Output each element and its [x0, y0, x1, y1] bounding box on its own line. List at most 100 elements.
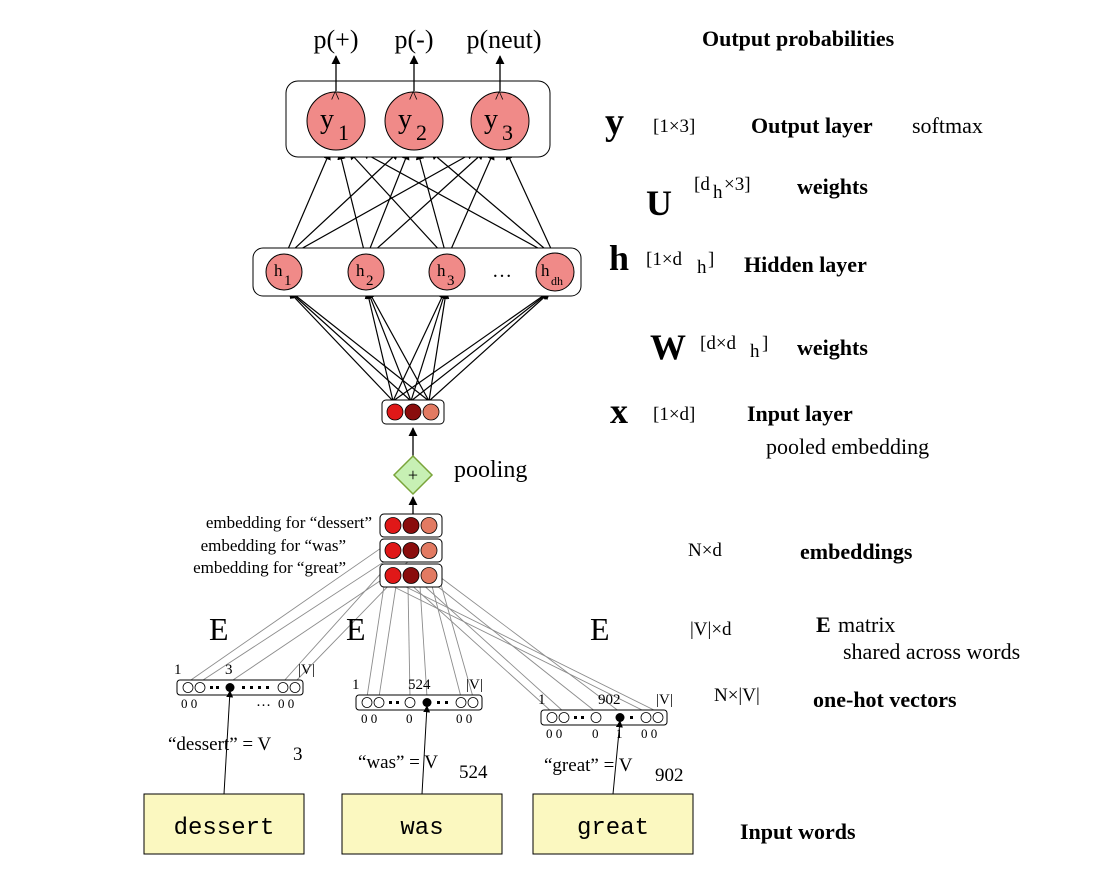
w-weights-label: weights	[797, 335, 868, 360]
prob-label-negative: p(-)	[395, 25, 434, 54]
output-node-1: ^ y 1	[306, 87, 366, 151]
svg-text:[1×d: [1×d	[646, 249, 683, 270]
embeddings-label: embeddings	[800, 539, 913, 564]
svg-text:×3]: ×3]	[724, 174, 751, 195]
edge-hidden-2-output-3	[368, 151, 485, 257]
word-arrow-great	[612, 720, 623, 795]
w-symbol: W	[650, 327, 686, 367]
hidden-layer-label: Hidden layer	[744, 252, 867, 277]
embedding-vector-great	[379, 563, 443, 588]
svg-text:3: 3	[225, 662, 233, 678]
edge-hidden-1-output-2	[286, 151, 400, 257]
svg-text:[d×d: [d×d	[700, 333, 737, 354]
e-label-great: E	[590, 611, 610, 647]
svg-text:^: ^	[409, 87, 418, 107]
output-node-3: ^ y 3	[470, 87, 530, 151]
hot-index-dot	[615, 713, 625, 722]
svg-text:0 0: 0 0	[278, 696, 294, 711]
e-label-was: E	[346, 611, 366, 647]
word-arrow-dessert	[223, 690, 234, 795]
svg-text:dessert: dessert	[174, 815, 275, 842]
edge-input-3-hidden-2	[367, 290, 430, 402]
svg-text:h: h	[713, 182, 723, 203]
embedding-label-dessert: embedding for “dessert”	[206, 513, 372, 532]
hidden-ellipsis: …	[492, 260, 512, 282]
edge-hidden-3-output-2	[415, 151, 447, 257]
svg-text:h: h	[437, 261, 446, 280]
svg-text:902: 902	[655, 765, 684, 786]
svg-text:“was” = V: “was” = V	[358, 752, 438, 773]
embed-edge-8	[407, 585, 411, 698]
svg-text:“dessert” = V: “dessert” = V	[168, 734, 271, 755]
svg-text:great: great	[577, 815, 649, 842]
pooling-label: pooling	[454, 457, 527, 483]
svg-text:|V|: |V|	[298, 662, 315, 678]
svg-text:h: h	[356, 261, 365, 280]
edge-hidden-3-output-1	[348, 151, 446, 257]
svg-text:524: 524	[408, 677, 431, 693]
svg-text:0 0: 0 0	[456, 711, 472, 726]
embed-edge-17	[395, 581, 659, 713]
svg-text:1: 1	[352, 677, 360, 693]
svg-text:0: 0	[406, 711, 413, 726]
svg-text:524: 524	[459, 762, 488, 783]
svg-text:1: 1	[538, 692, 546, 708]
nd-dim: N×d	[688, 540, 722, 561]
one-hot-vector-was: 1 524 |V| 0 0 0 0 0	[352, 677, 483, 726]
hidden-node-3: h 3	[428, 253, 466, 291]
svg-text:…: …	[256, 694, 271, 710]
output-node-2: ^ y 2	[384, 87, 444, 151]
embed-edge-3	[229, 561, 409, 683]
y-symbol: y	[605, 101, 624, 143]
svg-text:y: y	[398, 104, 412, 135]
svg-text:1: 1	[174, 662, 182, 678]
svg-text:was: was	[400, 815, 443, 842]
svg-text:h: h	[274, 261, 283, 280]
svg-text:“great” = V: “great” = V	[544, 755, 633, 776]
vd-dim: |V|×d	[690, 619, 732, 640]
hot-index-dot	[225, 683, 235, 692]
embedding-vector-was	[379, 538, 443, 563]
embed-edge-15	[439, 576, 621, 713]
embed-edge-10	[431, 585, 462, 698]
one-hot-vector-great: 1 902 |V| 0 0 0 1 0 0	[538, 692, 673, 741]
edge-hidden-1-output-1	[284, 151, 331, 257]
h-symbol: h	[609, 238, 629, 278]
one-hot-vector-dessert: 1 3 |V| 0 0 … 0 0	[174, 662, 315, 711]
svg-text:+: +	[408, 465, 418, 485]
embed-edge-4	[282, 569, 385, 683]
hidden-node-2: h 2	[347, 253, 385, 291]
embed-edge-1	[187, 545, 385, 683]
embed-edge-13	[419, 581, 565, 713]
edge-input-3-hidden-1	[289, 290, 430, 402]
embed-edge-12	[407, 581, 553, 713]
embedding-label-was: embedding for “was”	[201, 536, 346, 555]
svg-text:y: y	[484, 104, 498, 135]
pooling-node: +	[392, 454, 434, 496]
svg-text:]: ]	[708, 249, 714, 270]
edge-input-1-hidden-3	[392, 290, 446, 402]
svg-text:h: h	[541, 261, 550, 280]
edge-input-1-hidden-2	[364, 290, 394, 402]
shared-across-words-label: shared across words	[843, 639, 1020, 664]
edge-hidden-4-output-1	[361, 151, 551, 256]
svg-text:3: 3	[293, 744, 303, 765]
equation-was: “was” = V 524	[358, 752, 488, 783]
output-layer-label: Output layer	[751, 113, 873, 138]
edge-hidden-4-output-2	[430, 151, 553, 256]
edge-input-2-hidden-1	[288, 290, 412, 402]
embed-edge-6	[366, 585, 385, 698]
edge-hidden-1-output-3	[288, 151, 475, 257]
svg-text:^: ^	[331, 87, 340, 107]
svg-text:^: ^	[495, 87, 504, 107]
svg-text:]: ]	[762, 333, 768, 354]
svg-text:902: 902	[598, 692, 621, 708]
svg-text:0 0: 0 0	[181, 696, 197, 711]
softmax-label: softmax	[912, 113, 983, 138]
svg-text:dh: dh	[551, 274, 563, 288]
embed-edge-9	[419, 585, 428, 698]
e-label-dessert: E	[209, 611, 229, 647]
embed-edge-5	[294, 577, 397, 683]
connection-lines	[187, 151, 659, 713]
